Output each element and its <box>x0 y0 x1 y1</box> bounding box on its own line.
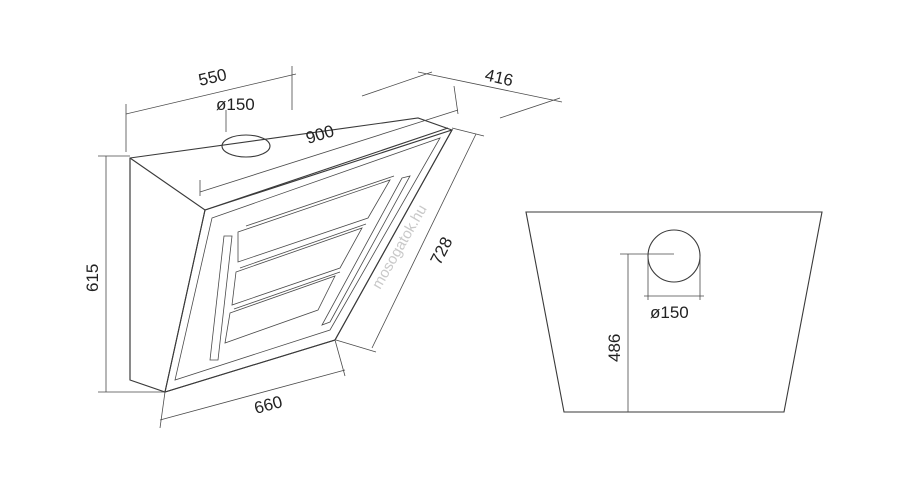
side-view-outline <box>525 211 823 413</box>
dim-line-728 <box>335 127 485 353</box>
dim-label-duct-side: ø150 <box>650 303 689 322</box>
hood-glass-inner-frame <box>174 137 441 381</box>
dim-line-550 <box>125 66 297 152</box>
hood-top-edge <box>129 127 449 211</box>
dim-line-486 <box>620 253 674 412</box>
dim-line-416 <box>361 71 563 119</box>
dim-label-615: 615 <box>83 264 102 292</box>
side-duct-circle <box>647 229 701 283</box>
dim-line-660 <box>159 339 346 429</box>
dim-label-486: 486 <box>605 334 624 362</box>
hood-left-side <box>129 158 206 393</box>
dim-label-550: 550 <box>197 65 229 90</box>
filter-panels <box>224 175 395 344</box>
side-duct-dim-lines <box>644 256 704 300</box>
hood-3d-view: 550 416 ø150 900 615 728 660 mosogatok.h… <box>83 65 563 429</box>
dim-label-900: 900 <box>304 121 337 147</box>
dim-line-900 <box>199 85 459 196</box>
dim-line-615 <box>98 155 166 393</box>
led-strip-right <box>321 175 411 326</box>
dim-label-duct-top: ø150 <box>216 95 255 114</box>
dim-label-728: 728 <box>427 234 457 268</box>
duct-ellipse <box>221 134 271 158</box>
led-strip-left <box>209 235 233 361</box>
dim-label-660: 660 <box>252 392 284 418</box>
hood-glass-panel <box>164 129 454 393</box>
hood-side-view: ø150 486 <box>525 211 823 413</box>
